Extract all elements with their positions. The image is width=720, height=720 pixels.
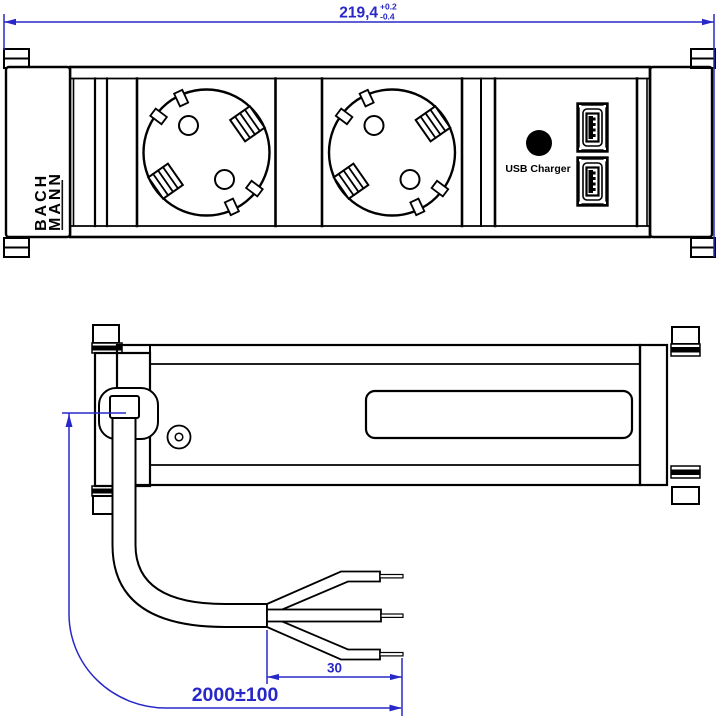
usb-charger-label: USB Charger [505, 163, 570, 175]
usb-port-1 [576, 102, 609, 153]
dimension-overall-length: 219,4 +0.2 -0.4 [3, 2, 715, 257]
schuko-socket-2 [327, 88, 457, 217]
indicator-led [526, 130, 552, 156]
schuko-socket-1 [142, 88, 271, 217]
arrow-right [390, 673, 402, 681]
dimension-cable-length: 2000±100 [62, 412, 402, 712]
usb-port-2 [576, 156, 609, 207]
stripped-wires [266, 570, 404, 661]
brand-text-line2: MANN [47, 171, 64, 231]
screw-hole-center [174, 432, 184, 442]
side-end-cap-right [638, 343, 669, 487]
arrow-left [267, 673, 279, 681]
side-bracket-top-right [670, 326, 701, 357]
brand-text-line1: BACH [33, 173, 50, 231]
front-view: BACH MANN USB Charger [3, 48, 716, 258]
wire-top-conductor [379, 573, 404, 579]
end-cap-right [648, 65, 714, 239]
bracket-bottom-left [3, 237, 30, 258]
arrow-right [389, 704, 402, 712]
side-view [91, 324, 701, 661]
tolerance-plus: +0.2 [380, 2, 397, 12]
housing-body [68, 65, 652, 239]
side-body [115, 343, 642, 487]
brand-smalltext-strip [61, 180, 64, 230]
bottom-slot [364, 389, 634, 440]
bracket-bottom-right [690, 237, 716, 258]
cable-length-value: 2000±100 [192, 684, 279, 706]
arrow-up [65, 414, 73, 427]
module-dividers [72, 77, 648, 228]
usb-charger-module: USB Charger [505, 102, 609, 207]
screw-hole [166, 424, 192, 450]
side-bracket-bottom-right [670, 465, 701, 505]
cable-clamp [109, 395, 140, 419]
side-bracket-top-left [91, 324, 123, 354]
strip-length-value: 30 [327, 661, 342, 676]
arrow-right [702, 18, 714, 26]
bracket-top-right [690, 48, 716, 69]
bracket-top-left [3, 48, 30, 69]
wire-middle-conductor [380, 613, 404, 619]
wire-middle [266, 608, 382, 623]
arrow-left [4, 18, 16, 26]
cable-dim-arc [68, 613, 167, 709]
overall-length-value: 219,4 [339, 5, 378, 22]
wire-bottom-conductor [379, 651, 404, 657]
dimension-strip-length: 30 [266, 630, 403, 716]
end-cap-left: BACH MANN [4, 65, 72, 239]
tolerance-minus: -0.4 [380, 12, 395, 22]
